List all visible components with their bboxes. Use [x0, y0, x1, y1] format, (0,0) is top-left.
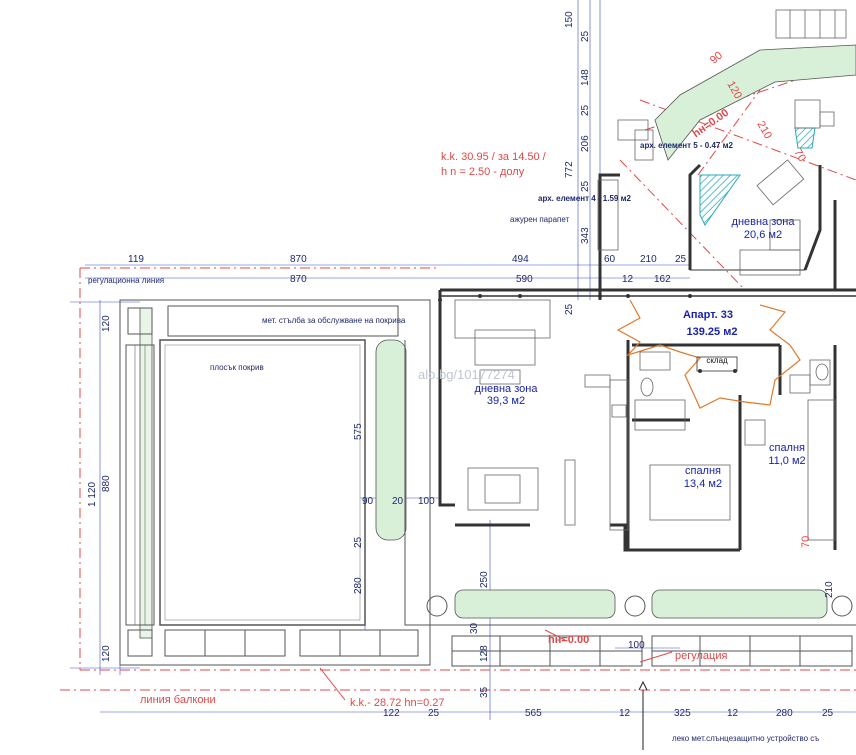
living-room-area: 39,3 м2 [487, 395, 525, 407]
arch-element5-label: арх. елемент 5 - 0.47 м2 [640, 141, 734, 150]
dim-up-8: 25 [564, 303, 575, 315]
flat-roof-label: плосък покрив [210, 363, 264, 372]
dim-diag-0: 90 [708, 50, 725, 67]
roof-level-line2: h n = 2.50 - долу [441, 166, 525, 178]
dim-innerh-0: 90 [362, 496, 374, 507]
dim-left-1: 880 [101, 475, 112, 492]
dim-low-1: 30 [469, 622, 480, 634]
dim-top2-1: 590 [516, 274, 533, 285]
dim-up-5: 772 [564, 161, 575, 178]
living-upper-area: 20,6 м2 [744, 229, 782, 241]
terrace [404, 340, 856, 667]
dimension-labels: 119 870 494 60 210 25 870 590 12 162 120… [87, 11, 835, 719]
room-labels: Апарт. 33 139.25 м2 склад дневна зона 39… [210, 216, 806, 490]
storage-label: склад [706, 356, 728, 365]
dim-top2-3: 162 [654, 274, 671, 285]
dim-up-1: 25 [580, 30, 591, 42]
balcony-line-label: линия балкони [140, 694, 216, 706]
bedroom1-area: 13,4 м2 [684, 478, 722, 490]
walls [438, 163, 856, 552]
arch-element-5 [794, 127, 816, 149]
dim-inner-0: 575 [353, 423, 364, 440]
dim-top1-1: 870 [290, 254, 307, 265]
furniture [454, 9, 847, 541]
living-room-label: дневна зона [475, 383, 539, 395]
dim-right-1: 210 [824, 581, 835, 598]
reg-line-label: регулационна линия [88, 276, 164, 285]
dim-bottom-7: 25 [822, 708, 834, 719]
apartment-area: 139.25 м2 [687, 326, 738, 338]
service-ladder-label: мет. стълба за обслужване на покрива [262, 316, 406, 325]
planters [139, 44, 856, 639]
section-markers [319, 629, 673, 750]
dim-top2-2: 12 [622, 274, 634, 285]
regulation-label: регулация [675, 650, 727, 662]
annotations: k.k. 30.95 / за 14.50 / h n = 2.50 - дол… [88, 107, 819, 743]
apartment-outline [616, 299, 801, 409]
dim-up-7: 343 [580, 227, 591, 244]
dim-bottom-1: 25 [428, 708, 440, 719]
dim-bottom-2: 565 [525, 708, 542, 719]
arch-element4-label: арх. елемент 4 - 1.59 м2 [538, 194, 632, 203]
dim-top1-4: 210 [640, 254, 657, 265]
dim-top2-0: 870 [290, 274, 307, 285]
dim-right-h: 100 [628, 640, 645, 651]
bedroom1-label: спалня [685, 465, 721, 477]
dim-top1-3: 60 [604, 254, 616, 265]
dim-up-6: 25 [580, 180, 591, 192]
dim-up-3: 25 [580, 104, 591, 116]
dim-innerh-2: 100 [418, 496, 435, 507]
dim-inner-2: 280 [353, 577, 364, 594]
sun-shade-label: леко мет.слънцезащитно устройство съ [672, 734, 819, 743]
arch-element-4 [699, 174, 741, 226]
hn-lower-label: hн=0.00 [548, 634, 589, 646]
dim-inner-1: 25 [353, 536, 364, 548]
living-upper-label: дневна зона [732, 216, 796, 228]
dim-up-4: 206 [580, 135, 591, 152]
dim-bottom-3: 12 [619, 708, 631, 719]
roof-level-line1: k.k. 30.95 / за 14.50 / [441, 151, 547, 163]
dim-left-total: 1 120 [87, 482, 98, 507]
dim-up-2: 148 [580, 69, 591, 86]
dim-up-0: 150 [564, 11, 575, 28]
dim-top1-0: 119 [128, 254, 144, 265]
apartment-title: Апарт. 33 [683, 309, 733, 321]
flat-roof [119, 299, 431, 666]
dim-low-3: 35 [479, 686, 490, 698]
dim-bottom-6: 280 [776, 708, 793, 719]
bedroom2-label: спалня [769, 442, 805, 454]
bedroom2-area: 11,0 м2 [768, 455, 805, 467]
dim-innerh-1: 20 [392, 496, 404, 507]
dim-bottom-0: 122 [383, 708, 400, 719]
door-markers [438, 294, 737, 373]
dim-low-0: 250 [479, 571, 490, 588]
dim-left-2: 120 [101, 645, 112, 662]
dim-left-0: 120 [101, 315, 112, 332]
dim-top1-2: 494 [512, 254, 529, 265]
kk-lower-label: k.k.- 28.72 hn=0.27 [350, 697, 444, 709]
dim-diag-3: 70 [791, 147, 808, 164]
dim-bottom-4: 325 [674, 708, 691, 719]
dim-diag-2: 210 [754, 119, 774, 141]
dim-right-0: 70 [800, 536, 812, 548]
watermark: alo.bg/10177274 [418, 367, 515, 382]
dim-top1-5: 25 [675, 254, 687, 265]
parapet-label: ажурен парапет [510, 215, 570, 224]
dim-bottom-5: 12 [727, 708, 739, 719]
dim-low-2: 128 [479, 645, 490, 662]
